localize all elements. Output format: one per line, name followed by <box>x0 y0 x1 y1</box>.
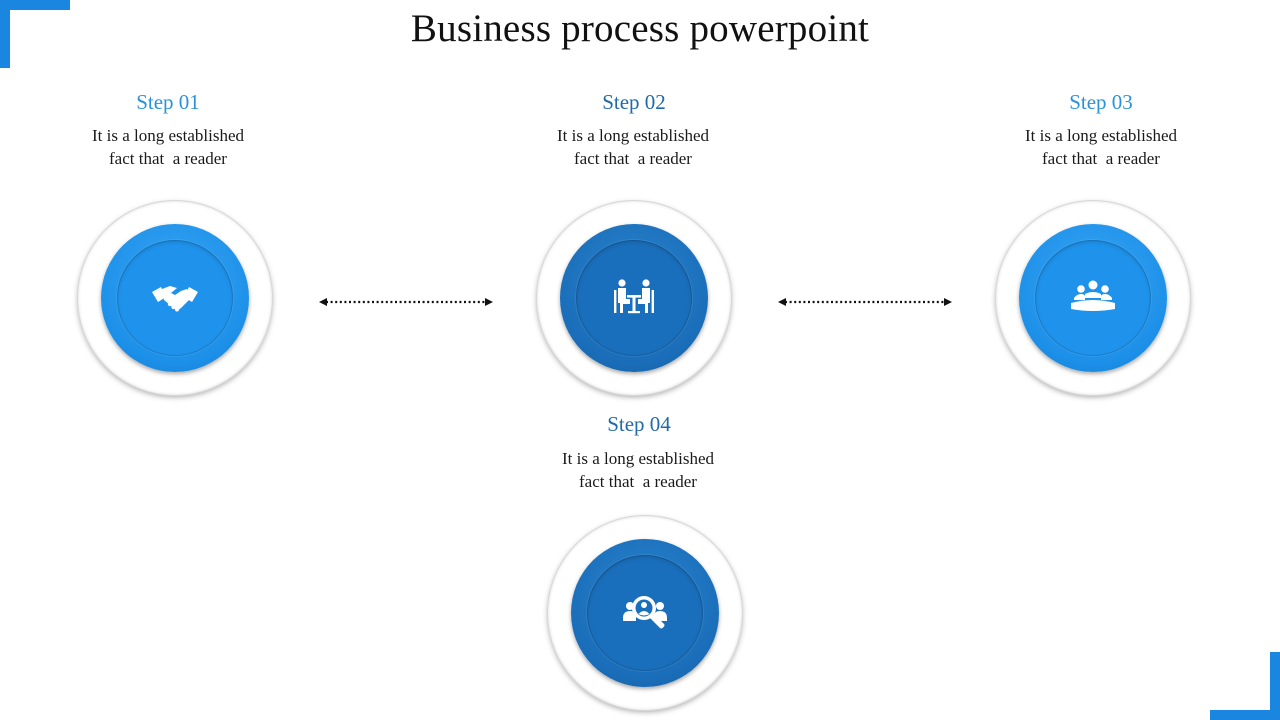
step-02-disc <box>560 224 708 372</box>
step-04-disc <box>571 539 719 687</box>
step-02-desc-line2: fact that a reader <box>574 149 692 168</box>
double-arrow-connector-2 <box>778 298 952 306</box>
step-03-disc <box>1019 224 1167 372</box>
meeting-table-icon <box>614 279 654 314</box>
step-02-desc-line1: It is a long established <box>556 126 710 145</box>
step-01-circle <box>78 201 272 395</box>
top-left-corner-accent-h <box>0 0 70 10</box>
step-04-description: It is a long established fact that a rea… <box>508 447 768 493</box>
step-01-title: Step 01 <box>136 90 200 114</box>
slide-title: Business process powerpoint <box>410 7 870 50</box>
handshake-icon <box>152 286 198 312</box>
team-group-icon <box>1071 280 1115 311</box>
step-03-desc-line1: It is a long established <box>1024 126 1178 145</box>
step-02-description: It is a long established fact that a rea… <box>503 124 763 170</box>
step-04-desc-line2: fact that a reader <box>579 472 697 491</box>
double-arrow-connector-1 <box>319 298 493 306</box>
step-03-desc-line2: fact that a reader <box>1042 149 1160 168</box>
step-02-circle <box>537 201 731 395</box>
step-04-inner-disc <box>587 555 703 671</box>
people-search-icon <box>623 596 667 629</box>
step-01-desc-line2: fact that a reader <box>109 149 227 168</box>
step-03-title: Step 03 <box>1069 90 1133 114</box>
step-01-inner-disc <box>117 240 233 356</box>
step-02-inner-disc <box>576 240 692 356</box>
step-03-circle <box>996 201 1190 395</box>
bottom-right-corner-accent-h <box>1210 710 1280 720</box>
step-03-inner-disc <box>1035 240 1151 356</box>
step-04-circle <box>548 516 742 710</box>
step-02-title: Step 02 <box>602 90 666 114</box>
step-03-description: It is a long established fact that a rea… <box>971 124 1231 170</box>
top-left-corner-accent-v <box>0 0 10 68</box>
step-04-desc-line1: It is a long established <box>561 449 715 468</box>
bottom-right-corner-accent-v <box>1270 652 1280 720</box>
step-01-description: It is a long established fact that a rea… <box>38 124 298 170</box>
step-04-title: Step 04 <box>607 412 671 436</box>
step-01-disc <box>101 224 249 372</box>
step-01-desc-line1: It is a long established <box>91 126 245 145</box>
